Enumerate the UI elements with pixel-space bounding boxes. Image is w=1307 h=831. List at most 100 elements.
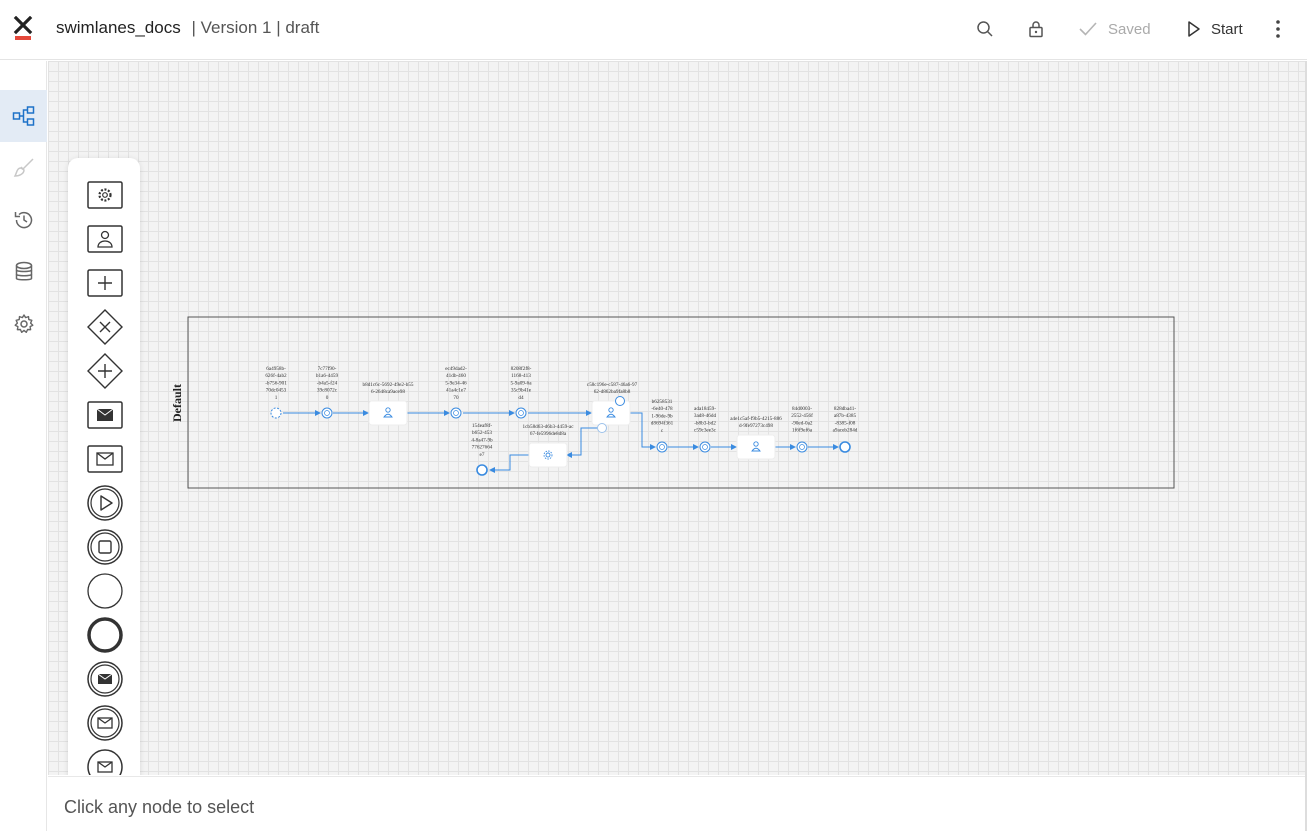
element-palette (68, 158, 140, 775)
boundary-event[interactable] (615, 396, 625, 406)
node-label-n4: 5-9e34-46 (445, 380, 467, 386)
lane-label: Default (170, 384, 184, 422)
diagram-icon (12, 106, 34, 126)
status-bar: Click any node to select (48, 776, 1307, 831)
history-icon (14, 211, 32, 229)
user-icon (383, 407, 393, 418)
sidebar-item-style[interactable] (0, 142, 47, 194)
message-throw-event-icon (87, 661, 123, 697)
diagram-canvas[interactable]: Default (48, 61, 1307, 775)
node-label-n12: -90ed-0a2 (791, 420, 812, 426)
node-label-n1: -b756-901 (265, 380, 287, 386)
start-button[interactable]: Start (1187, 16, 1243, 42)
saved-label: Saved (1108, 20, 1151, 38)
window-edge (1305, 61, 1307, 831)
palette-subprocess[interactable] (86, 264, 124, 302)
edge[interactable] (630, 412, 656, 450)
node-label-n4: 41db-460 (446, 373, 466, 379)
swimlane-pool[interactable] (187, 316, 1175, 489)
search-icon (977, 21, 993, 37)
gear-icon (543, 450, 553, 460)
node-label-n10: c59c3ee3c (694, 428, 717, 434)
palette-user-task[interactable] (86, 220, 124, 258)
end-event-n7[interactable] (476, 464, 488, 476)
sidebar-item-data[interactable] (0, 246, 47, 298)
palette-message-event[interactable] (86, 748, 124, 775)
timer-event-n12[interactable] (796, 441, 808, 453)
palette-script-task[interactable] (86, 176, 124, 214)
timer-event-n10[interactable] (699, 441, 711, 453)
node-label-n13: 828dba41- (834, 406, 856, 412)
timer-event-n5[interactable] (515, 407, 527, 419)
boundary-event[interactable] (597, 423, 607, 433)
node-label-n10: -b8b3-bd2 (694, 420, 716, 426)
node-label-n5: 8208f2f8- (511, 365, 532, 372)
end-event-n13[interactable] (839, 441, 851, 453)
document-title: swimlanes_docs | Version 1 | draft (56, 18, 319, 38)
timer-event-n9[interactable] (656, 441, 668, 453)
user-task-icon (87, 225, 123, 253)
node-label-n2: b1a6-4459 (316, 373, 339, 379)
node-label-n2: -b4a5-f24 (317, 379, 338, 386)
receive-task-icon (87, 445, 123, 473)
task-node-n8[interactable] (528, 442, 568, 468)
node-label-n4: 70 (453, 395, 459, 401)
node-label-n13: a87b-4385 (834, 413, 857, 419)
sidebar-item-settings[interactable] (0, 298, 47, 350)
clock-icon (324, 410, 330, 416)
lock-button[interactable] (1027, 16, 1045, 42)
database-icon (15, 261, 32, 281)
node-label-n8: 67-fe5996de8d8a (530, 430, 567, 437)
start-event-n1[interactable] (270, 407, 282, 419)
task-node-n3[interactable] (368, 400, 408, 426)
x-logo-icon[interactable] (13, 15, 35, 42)
palette-parallel-gateway[interactable] (86, 352, 124, 390)
node-label-n1: 70dc0453 (266, 388, 287, 394)
task-node-n6[interactable] (591, 400, 631, 426)
sidebar-item-diagram[interactable] (0, 90, 47, 142)
node-label-n12: 2552-456f (791, 412, 813, 419)
message-event-icon (87, 749, 123, 775)
left-sidebar (0, 61, 47, 831)
subprocess-icon (87, 269, 123, 297)
node-label-n7: b652-453 (472, 430, 492, 436)
node-label-n1: 1 (275, 395, 278, 401)
node-label-n11: d-9fe97273c498 (739, 422, 773, 429)
node-label-n7: e7 (480, 452, 485, 458)
palette-exclusive-gateway[interactable] (86, 308, 124, 346)
palette-plain-start-event[interactable] (86, 572, 124, 610)
palette-message-catch-event[interactable] (86, 704, 124, 742)
search-button[interactable] (976, 16, 994, 42)
timer-event-n4[interactable] (450, 407, 462, 419)
node-label-n4: ec49dad2- (445, 366, 467, 372)
clock-icon (453, 410, 459, 416)
task-node-n11[interactable] (736, 434, 776, 460)
palette-receive-task[interactable] (86, 440, 124, 478)
timer-event-n2[interactable] (321, 407, 333, 419)
node-label-n5: d4 (518, 395, 524, 401)
node-label-n9: b6258531 (652, 399, 673, 405)
node-label-n10: ada18459- (694, 406, 716, 412)
edge[interactable] (566, 427, 602, 458)
node-label-n2: 0 (326, 395, 329, 401)
more-vertical-icon (1276, 20, 1280, 38)
sidebar-item-history[interactable] (0, 194, 47, 246)
more-menu-button[interactable] (1270, 16, 1286, 42)
palette-stop-event[interactable] (86, 528, 124, 566)
edge[interactable] (489, 454, 529, 473)
node-label-n5: 5-9a09-6a (510, 380, 532, 386)
plain-start-event-icon (87, 573, 123, 609)
node-label-n13: -8385-f08 (835, 419, 856, 426)
play-icon (1188, 21, 1200, 37)
palette-end-event[interactable] (86, 616, 124, 654)
clock-icon (799, 444, 805, 450)
start-label: Start (1211, 20, 1243, 38)
palette-message-throw-event[interactable] (86, 660, 124, 698)
user-icon (751, 441, 761, 452)
brush-icon (13, 158, 34, 177)
palette-start-event[interactable] (86, 484, 124, 522)
node-label-n1: 626f-4ab2 (265, 372, 287, 379)
palette-send-task[interactable] (86, 396, 124, 434)
clock-icon (659, 444, 665, 450)
script-task-icon (87, 181, 123, 209)
